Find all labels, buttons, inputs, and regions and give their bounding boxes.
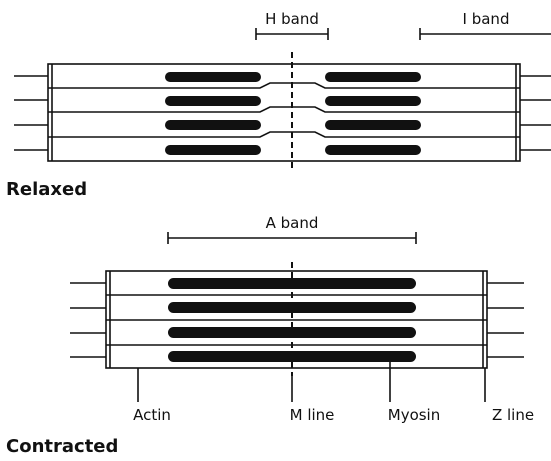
m-line-label: M line [290, 406, 335, 424]
z-line-label: Z line [492, 406, 534, 424]
relaxed-myosin-filament [325, 72, 421, 82]
relaxed-myosin-filament [165, 145, 261, 155]
relaxed-myosin-filament [165, 96, 261, 106]
relaxed-heading: Relaxed [6, 179, 87, 200]
i-band-label: I band [463, 10, 510, 28]
relaxed-actin-row-2 [48, 106, 520, 113]
relaxed-myosin [165, 72, 421, 155]
h-band-label: H band [265, 10, 319, 28]
relaxed-myosin-filament [165, 120, 261, 130]
contracted-sarcomere [70, 270, 524, 369]
relaxed-sarcomere [14, 63, 551, 162]
relaxed-myosin-filament [165, 72, 261, 82]
a-band-label: A band [266, 214, 319, 232]
relaxed-myosin-filament [325, 145, 421, 155]
contracted-heading: Contracted [6, 436, 118, 457]
a-band-bracket [167, 232, 417, 244]
actin-label: Actin [133, 406, 171, 424]
i-band-bracket [419, 28, 551, 40]
relaxed-myosin-filament [325, 120, 421, 130]
relaxed-actin-row-1 [48, 82, 520, 89]
myosin-label: Myosin [388, 406, 441, 424]
relaxed-myosin-filament [325, 96, 421, 106]
h-band-bracket [255, 28, 329, 40]
relaxed-actin-row-3 [48, 131, 520, 138]
